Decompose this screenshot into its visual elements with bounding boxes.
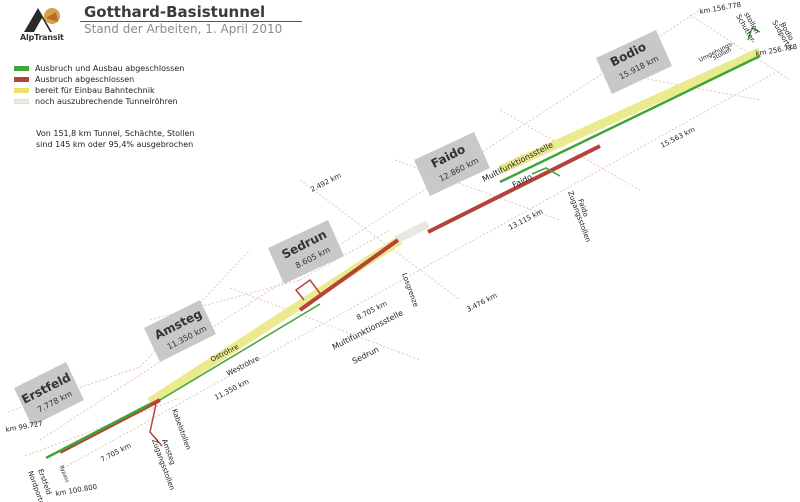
summary-line: sind 145 km oder 95,4% ausgebrochen [36,140,194,149]
section-box-bodio: Bodio 15.918 km [596,30,672,94]
boundary-line [299,179,461,301]
tube-remaining [394,220,430,244]
legend-swatch [14,66,29,71]
legend-item: Ausbruch abgeschlossen [14,74,184,85]
mfs-sedrun-label: Sedrun [351,345,380,366]
summary-line: Von 151,8 km Tunnel, Schächte, Stollen [36,129,195,138]
legend-label: Ausbruch abgeschlossen [35,75,135,84]
boundary-line [229,287,421,361]
distance-label: 3.476 km [465,292,498,314]
distance-label: 7.705 km [99,442,132,464]
tube-finished [159,303,321,401]
distance-label: 15.563 km [659,126,696,150]
distance-label: 2.492 km [309,172,342,194]
legend-label: Ausbruch und Ausbau abgeschlossen [35,64,185,73]
legend-item: Ausbruch und Ausbau abgeschlossen [14,63,184,74]
tube-finished [45,402,151,460]
boundary-line [39,9,701,441]
bypass-label: Bypass [58,465,70,484]
tube-ready-bodio [498,47,762,175]
label-box [268,220,344,284]
page-subtitle: Stand der Arbeiten, 1. April 2010 [84,22,283,36]
access-tunnel-sedrun [294,278,323,301]
tube-finished [499,54,761,184]
boundary-line [499,109,641,191]
header-rule [80,21,302,22]
label-box [14,362,84,426]
legend-label: noch auszubrechende Tunnelröhren [35,97,178,106]
km-label: km 156.778 [699,1,742,16]
tube-excavated [427,144,601,234]
access-tunnel-faido [531,167,561,177]
header: AlpTransit Gotthard-Basistunnel Stand de… [0,0,800,50]
access-tunnel-amsteg [149,403,163,447]
boundary-line [24,397,181,457]
legend-item: bereit für Einbau Bahntechnik [14,85,184,96]
boundary-line [299,229,391,281]
alptransit-logo [24,8,60,32]
schutterstollen [747,26,761,41]
section-box-faido: Faido 12.860 km [414,132,490,196]
logo-text: AlpTransit [20,33,64,42]
legend-swatch [14,77,29,82]
km-label: km 99.727 [5,420,43,434]
label-box [414,132,490,196]
boundary-line [59,69,781,471]
losgrenze-label: Losgrenze [400,272,420,308]
legend-label: bereit für Einbau Bahntechnik [35,86,155,95]
diagram-labels: km 99.727 km 100.800 Nordportal Erstfeld… [5,1,798,502]
km-label: km 100.800 [55,483,98,498]
label-box [144,300,216,362]
legend-swatch [14,99,29,104]
legend-swatch [14,88,29,93]
section-box-sedrun: Sedrun 8.605 km [268,220,344,284]
section-box-amsteg: Amsteg 11.350 km [144,300,216,362]
legend-item: noch auszubrechende Tunnelröhren [14,96,184,107]
legend: Ausbruch und Ausbau abgeschlossen Ausbru… [14,63,184,107]
distance-label: 11.350 km [213,378,250,402]
kabelstollen-label: Kabelstollen [170,408,192,451]
page-title: Gotthard-Basistunnel [84,3,266,21]
zugangsstollen-faido-label: Zugangsstollen [566,190,592,243]
excavation-summary: Von 151,8 km Tunnel, Schächte, Stollen s… [36,128,195,150]
tube-excavated [298,238,400,312]
tunnel-tubes [45,26,762,460]
label-box [596,30,672,94]
section-box-erstfeld: Erstfeld 7.778 km [14,362,84,426]
